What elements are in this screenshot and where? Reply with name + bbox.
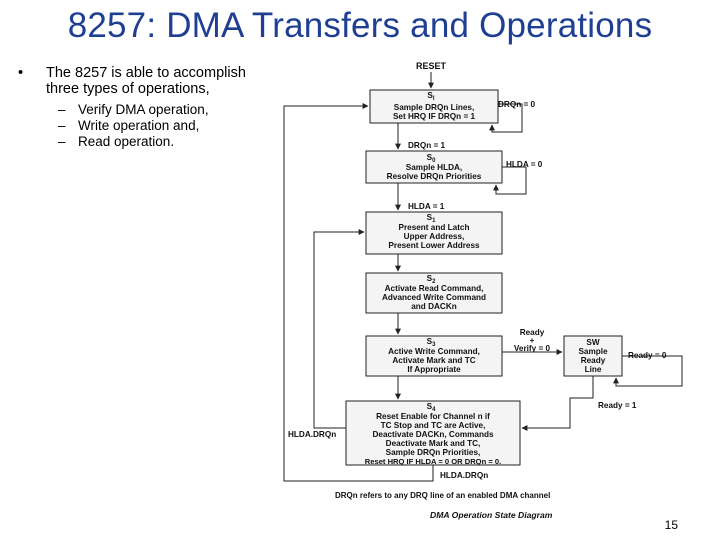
label-hlda-drqn-left: HLDA.DRQn [288,430,336,439]
state-s3-line: Activate Mark and TC [392,356,475,365]
state-name-s3: S3 [427,337,436,348]
loop-sw-ready0 [613,355,683,387]
state-name-si: SI [427,91,434,102]
loop-si-drqn0 [489,103,523,133]
state-s4-line: Sample DRQn Priorities, [386,448,481,457]
state-s4-line: Reset HRQ IF HLDA = 0 OR DRQn = 0. [365,457,501,466]
state-s2-line: Advanced Write Command [382,293,486,302]
bullet-item: • The 8257 is able to accomplish three t… [18,65,248,97]
state-s1-line: Present and Latch [399,223,470,232]
label-hlda1: HLDA = 1 [408,202,445,211]
sub-bullet-item: – Read operation. [58,134,248,150]
state-box-s4 [345,400,521,466]
page-number: 15 [664,518,678,532]
state-box-s2 [365,272,503,314]
state-s4-line: Deactivate Mark and TC, [386,439,481,448]
sw-line: Ready [581,356,606,365]
sub-bullet-marker: – [58,134,66,149]
slide-title: 8257: DMA Transfers and Operations [67,6,653,45]
state-name-s1: S1 [427,213,436,224]
state-s1-line: Present Lower Address [388,241,480,250]
state-s0-line: Resolve DRQn Priorities [387,172,482,181]
label-drqn0: DRQn = 0 [498,100,536,109]
sub-bullet-text: Verify DMA operation, [78,102,209,117]
state-box-s1 [365,211,503,255]
label-hlda0: HLDA = 0 [506,160,543,169]
state-s0-line: Sample HLDA, [406,163,462,172]
sub-bullet-text: Read operation. [78,134,175,149]
loop-s0-hlda0 [493,166,527,195]
bullet-list: • The 8257 is able to accomplish three t… [18,65,248,150]
state-s2-line: Activate Read Command, [385,284,484,293]
label-ready0: Ready = 0 [628,351,667,360]
reset-label: RESET [416,61,447,71]
sw-line: SW [586,338,599,347]
state-si-line: Set HRQ IF DRQn = 1 [393,112,476,121]
state-s3-line: Active Write Command, [388,347,480,356]
state-box-s3 [365,335,503,377]
state-s4-line: Reset Enable for Channel n if [376,412,490,421]
state-s3-line: If Appropriate [407,365,461,374]
transition-s4-si [283,103,434,482]
dma-state-diagram: RESET SI S0 S1 S2 S3 S4 Sample DRQn Line… [283,61,683,520]
diagram-caption: DMA Operation State Diagram [430,510,553,520]
state-box-s0 [365,150,503,184]
state-s2-line: and DACKn [411,302,456,311]
label-ready-verify: + [530,336,535,345]
sub-bullet-text: Write operation and, [78,118,200,133]
state-name-s0: S0 [427,153,436,164]
sub-bullet-marker: – [58,118,66,133]
state-s1-line: Upper Address, [404,232,465,241]
label-hlda-drqn-bottom: HLDA.DRQn [440,471,488,480]
sw-line: Line [585,365,602,374]
state-s4-line: Deactivate DACKn, Commands [372,430,493,439]
state-box-si [369,89,499,124]
bullet-marker: • [18,65,24,81]
label-drqn1: DRQn = 1 [408,141,446,150]
state-si-line: Sample DRQn Lines, [394,103,475,112]
state-name-s4: S4 [427,402,436,413]
sub-bullet-item: – Write operation and, [58,118,248,134]
sub-bullet-item: – Verify DMA operation, [58,102,248,118]
label-ready-verify: Ready [520,328,545,337]
bullet-text: The 8257 is able to accomplish three typ… [46,65,246,97]
state-s4-line: TC Stop and TC are Active, [381,421,486,430]
state-name-s2: S2 [427,274,436,285]
transition-s4-s1 [313,229,365,429]
label-ready1: Ready = 1 [598,401,637,410]
sub-bullet-list: – Verify DMA operation, – Write operatio… [18,102,248,150]
sub-bullet-marker: – [58,102,66,117]
sw-line: Sample [578,347,608,356]
transition-sw-s4 [521,376,594,431]
label-ready-verify: Verify = 0 [514,344,551,353]
diagram-footnote: DRQn refers to any DRQ line of an enable… [335,491,550,500]
